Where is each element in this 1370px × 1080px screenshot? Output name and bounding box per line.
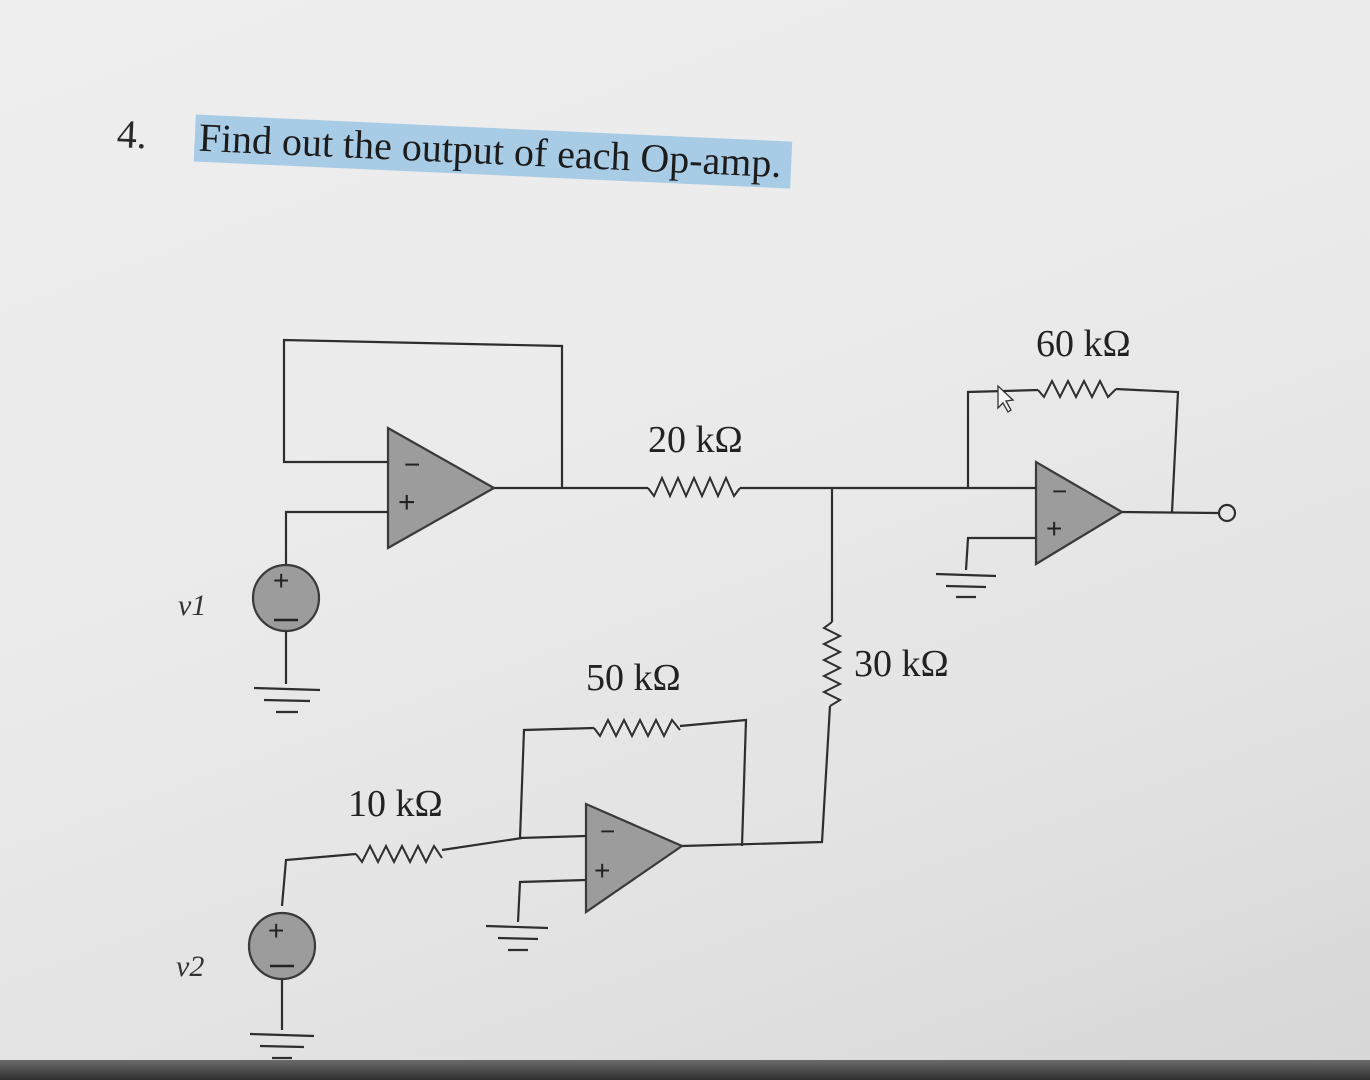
feedback-60k-left-wire — [966, 388, 1039, 488]
opamp-2-plus-ground-wire — [516, 878, 587, 923]
resistor-30k-label: 30 kΩ — [854, 643, 949, 685]
feedback-50k-right-wire — [679, 718, 748, 847]
ground-v1-icon — [253, 686, 321, 714]
resistor-30k-zigzag — [821, 621, 843, 707]
source-v2-plus: + — [268, 915, 284, 946]
resistor-60k: 60 kΩ — [1036, 323, 1131, 400]
opamp-2-minus-sign: − — [600, 816, 615, 846]
opamp-1-follower: − + — [386, 426, 497, 550]
source-v2: + v2 — [176, 911, 317, 983]
resistor-10k-zigzag — [355, 843, 443, 865]
opamp-3-minus-sign: − — [1052, 476, 1067, 506]
feedback-60k-right-wire — [1115, 387, 1180, 513]
follower-feedback-wire — [282, 338, 564, 488]
resistor-60k-label: 60 kΩ — [1036, 323, 1131, 365]
r10k-left-wire — [280, 852, 357, 907]
source-v1-label: v1 — [178, 589, 206, 622]
mouse-cursor-icon — [997, 384, 1015, 413]
opamp-3-plus-sign: + — [1046, 513, 1062, 544]
output-terminal — [1217, 503, 1237, 523]
ground-v2-icon — [249, 1032, 315, 1060]
resistor-20k-zigzag — [647, 475, 741, 499]
opamp-1-minus-sign: − — [404, 449, 420, 480]
resistor-10k: 10 kΩ — [348, 783, 443, 865]
monitor-bezel — [0, 1060, 1370, 1080]
source-v2-label: v2 — [176, 950, 204, 983]
resistor-20k-label: 20 kΩ — [648, 419, 743, 461]
opamp-3-summer: − + — [1034, 460, 1125, 566]
follower-input-wire — [284, 510, 388, 565]
summer-plus-ground-wire — [964, 536, 1036, 571]
opamp-2-inverting: − + — [584, 802, 685, 915]
opamp-1-plus-sign: + — [398, 486, 416, 519]
ground-opamp-2-icon — [485, 924, 549, 952]
r10k-right-wire — [441, 836, 523, 852]
resistor-60k-zigzag — [1037, 378, 1117, 400]
resistor-50k: 50 kΩ — [586, 657, 681, 739]
r30k-bottom-wire — [681, 705, 832, 848]
resistor-10k-label: 10 kΩ — [348, 783, 443, 825]
opamp-1-body — [386, 426, 497, 550]
source-v1-plus: + — [273, 565, 289, 596]
opamp-3-body — [1034, 460, 1125, 566]
resistor-30k: 30 kΩ — [821, 621, 949, 707]
opamp-2-body — [584, 802, 685, 915]
resistor-20k: 20 kΩ — [647, 419, 743, 499]
ground-summer-icon — [935, 572, 997, 599]
output-wire — [1121, 510, 1219, 515]
resistor-50k-zigzag — [593, 717, 681, 739]
source-v1: + v1 — [178, 563, 321, 633]
opamp-2-plus-sign: + — [594, 855, 610, 886]
resistor-50k-label: 50 kΩ — [586, 657, 681, 699]
feedback-50k-left-wire — [518, 726, 595, 840]
